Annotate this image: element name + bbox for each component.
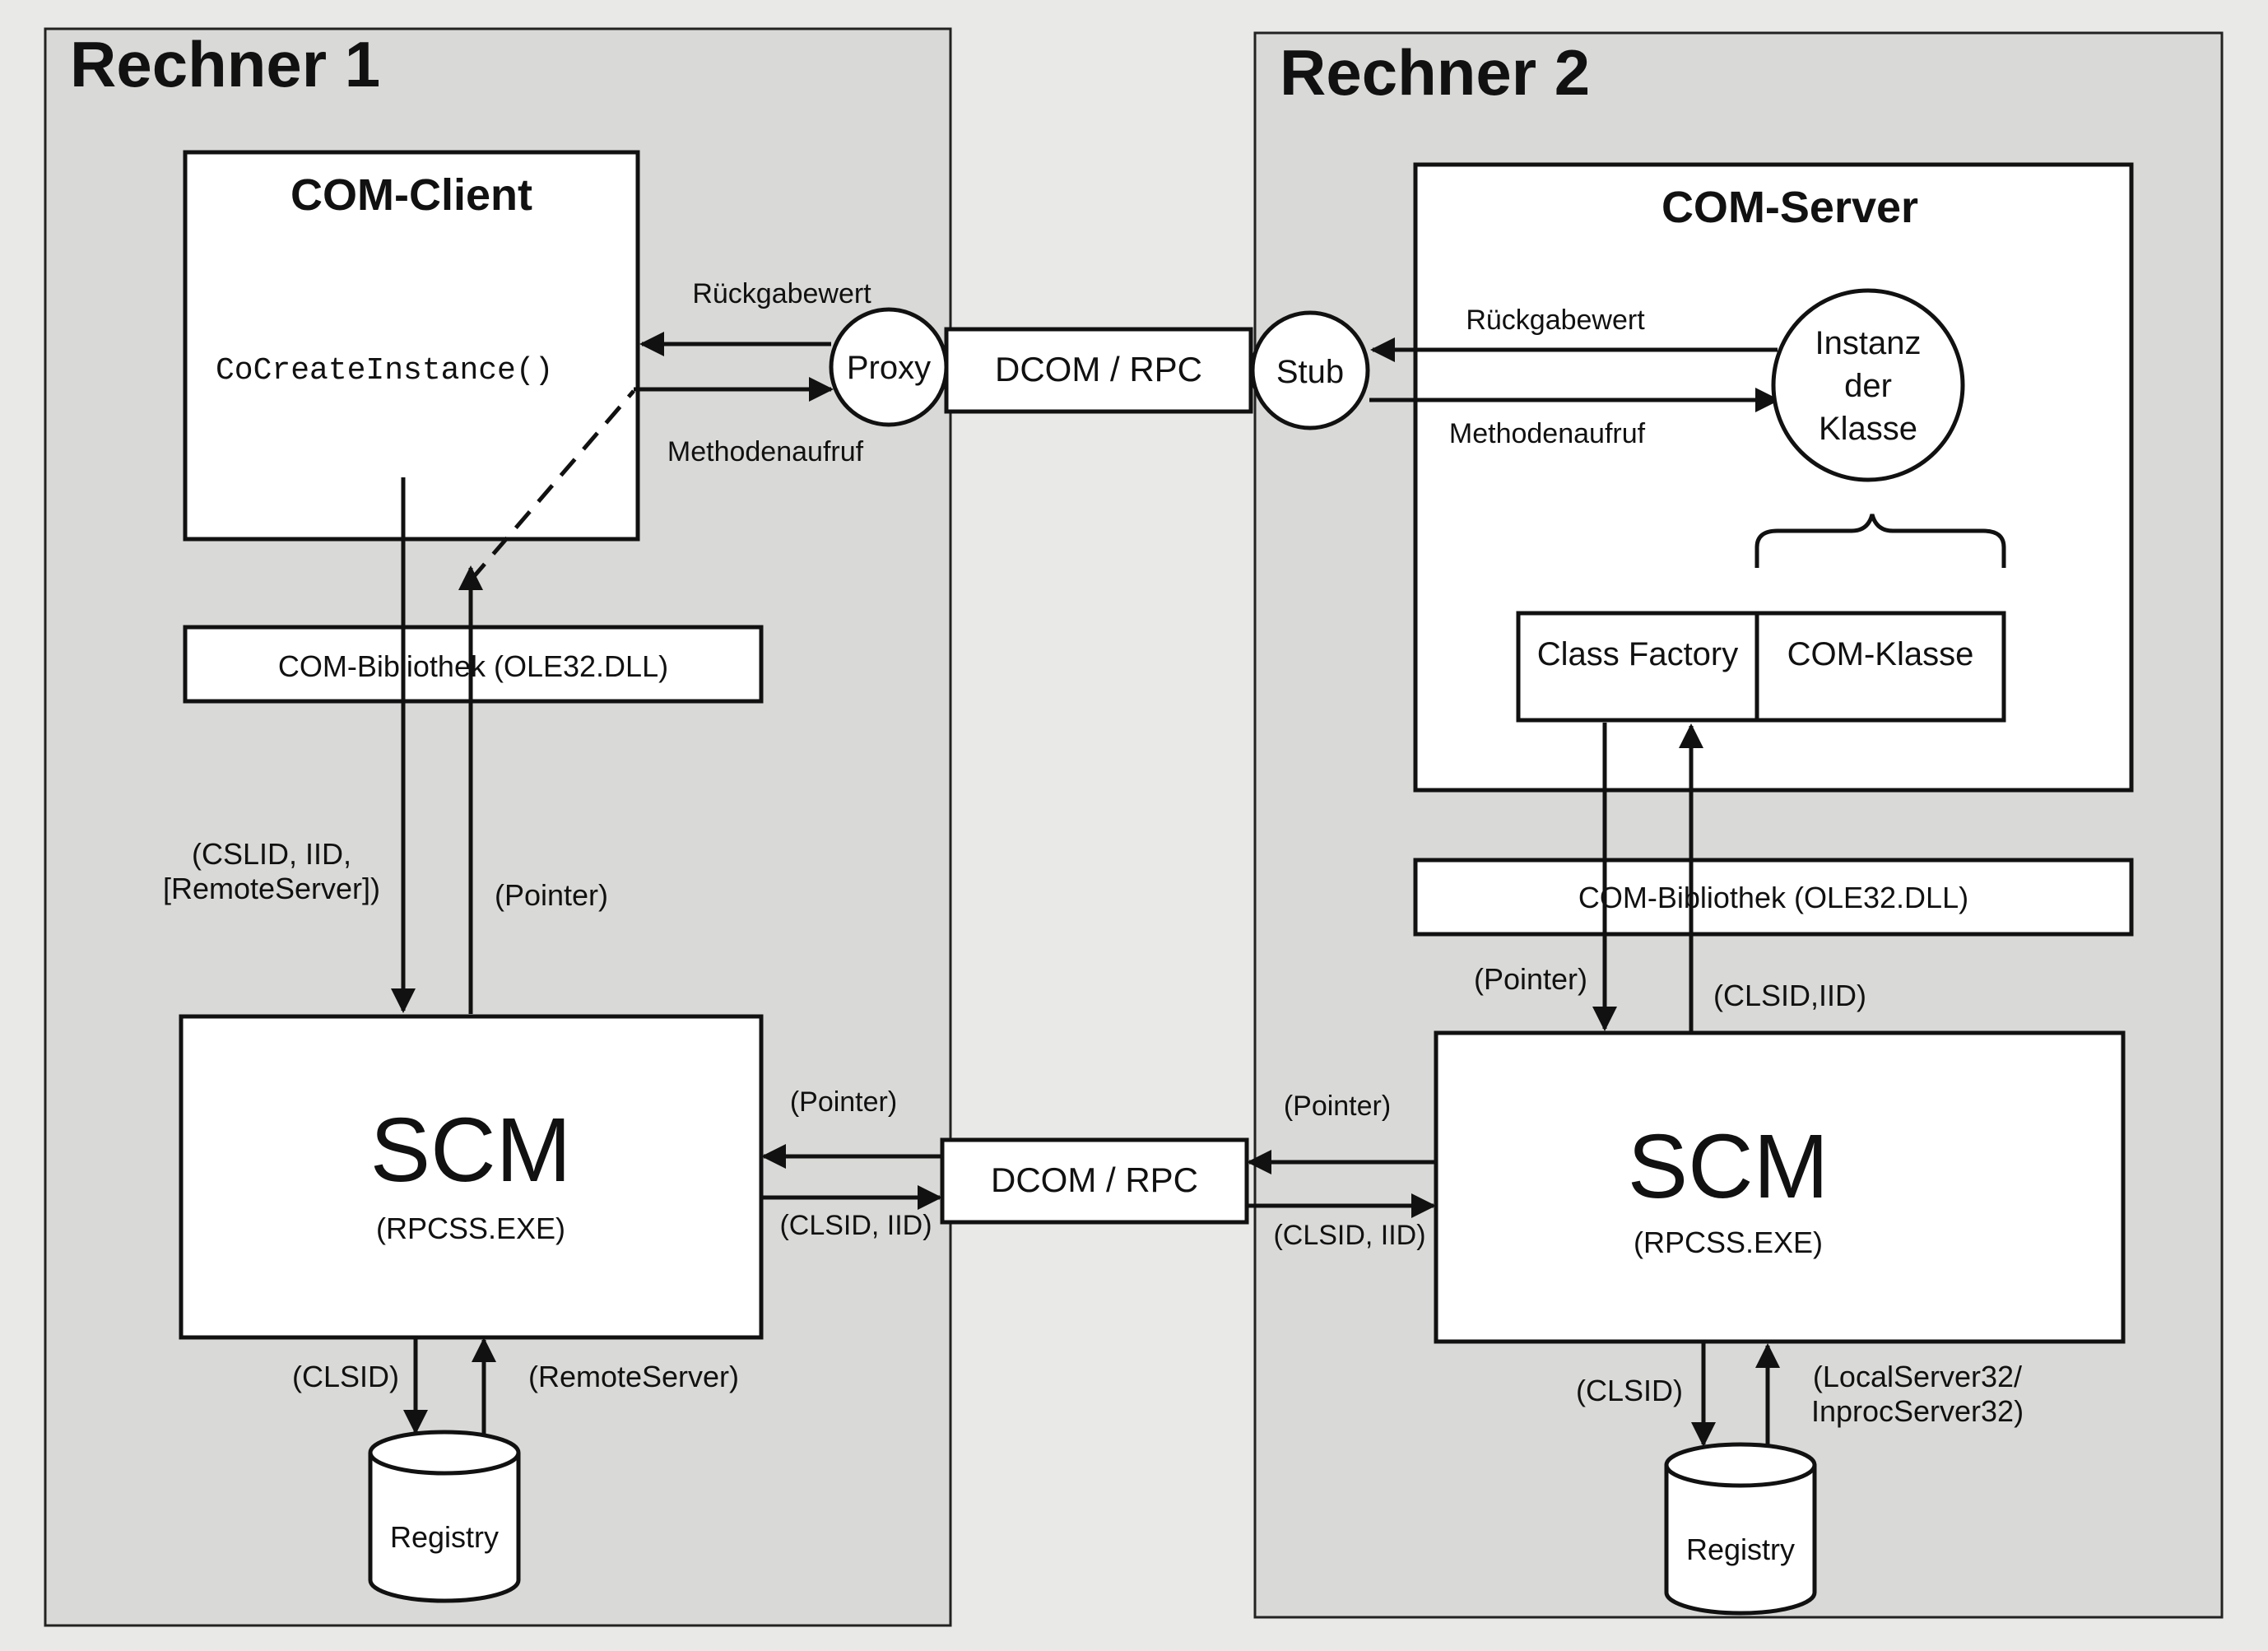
stub-label: Stub (1276, 354, 1344, 390)
clsid-right-label: (CLSID) (1576, 1374, 1683, 1407)
stub-circle (1250, 310, 1370, 430)
dashed-pointer-link (469, 389, 635, 582)
scm-left-title: SCM (370, 1100, 571, 1201)
pointer-mid-right-label: (Pointer) (1284, 1091, 1391, 1122)
clsid-iid-right-label: (CLSID,IID) (1713, 979, 1866, 1012)
rueckgabewert-right-label: Rückgabewert (1466, 305, 1645, 336)
scm-right-title: SCM (1628, 1116, 1829, 1217)
clsid-left-label: (CLSID) (292, 1360, 399, 1393)
class-factory-label: Class Factory (1537, 636, 1739, 672)
dcom-rpc-top-label: DCOM / RPC (995, 350, 1202, 388)
com-library-left-label: COM-Bibliothek (OLE32.DLL) (278, 649, 668, 683)
proxy-label: Proxy (847, 350, 931, 386)
registry-right (1664, 1442, 1817, 1616)
localserver-label: (LocalServer32/InprocServer32) (1811, 1360, 2024, 1428)
dcom-rpc-top-box (944, 327, 1253, 414)
remoteserver-label: (RemoteServer) (528, 1360, 739, 1393)
cocreateinstance-call: CoCreateInstance() (216, 353, 553, 388)
rechner-2-title: Rechner 2 (1280, 36, 1590, 109)
scm-right-box (1434, 1030, 2126, 1344)
methodenaufruf-left-label: Methodenaufruf (667, 436, 864, 467)
instanz-circle (1771, 288, 1965, 482)
scm-left-sub: (RPCSS.EXE) (376, 1212, 565, 1245)
clsid-iid-mid-right-label: (CLSID, IID) (1273, 1220, 1425, 1251)
registry-right-label: Registry (1686, 1532, 1795, 1566)
com-library-right-label: COM-Bibliothek (OLE32.DLL) (1578, 881, 1968, 914)
registry-left (368, 1430, 521, 1603)
dcom-rpc-bottom-label: DCOM / RPC (991, 1160, 1198, 1199)
pointer-right-label: (Pointer) (1474, 962, 1587, 996)
dcom-rpc-bottom-box (940, 1137, 1249, 1225)
com-klasse-box (1754, 611, 2006, 723)
registry-left-label: Registry (390, 1520, 499, 1554)
scm-left-box (179, 1014, 764, 1340)
clsid-iid-mid-left-label: (CLSID, IID) (779, 1210, 932, 1241)
rechner-1-title: Rechner 1 (70, 28, 380, 100)
rueckgabewert-left-label: Rückgabewert (692, 278, 871, 309)
pointer-mid-left-label: (Pointer) (790, 1086, 897, 1118)
com-klasse-label: COM-Klasse (1787, 636, 1974, 672)
brace (1754, 514, 2006, 568)
args-down-label: (CSLID, IID,[RemoteServer]) (163, 837, 380, 905)
scm-right-sub: (RPCSS.EXE) (1634, 1225, 1823, 1259)
class-factory-box (1516, 611, 1759, 723)
methodenaufruf-right-label: Methodenaufruf (1449, 418, 1646, 449)
com-client-title: COM-Client (290, 170, 532, 220)
pointer-up-label: (Pointer) (495, 878, 608, 912)
com-library-right (1413, 858, 2134, 937)
com-server-title: COM-Server (1661, 183, 1918, 232)
com-library-left (183, 625, 764, 704)
